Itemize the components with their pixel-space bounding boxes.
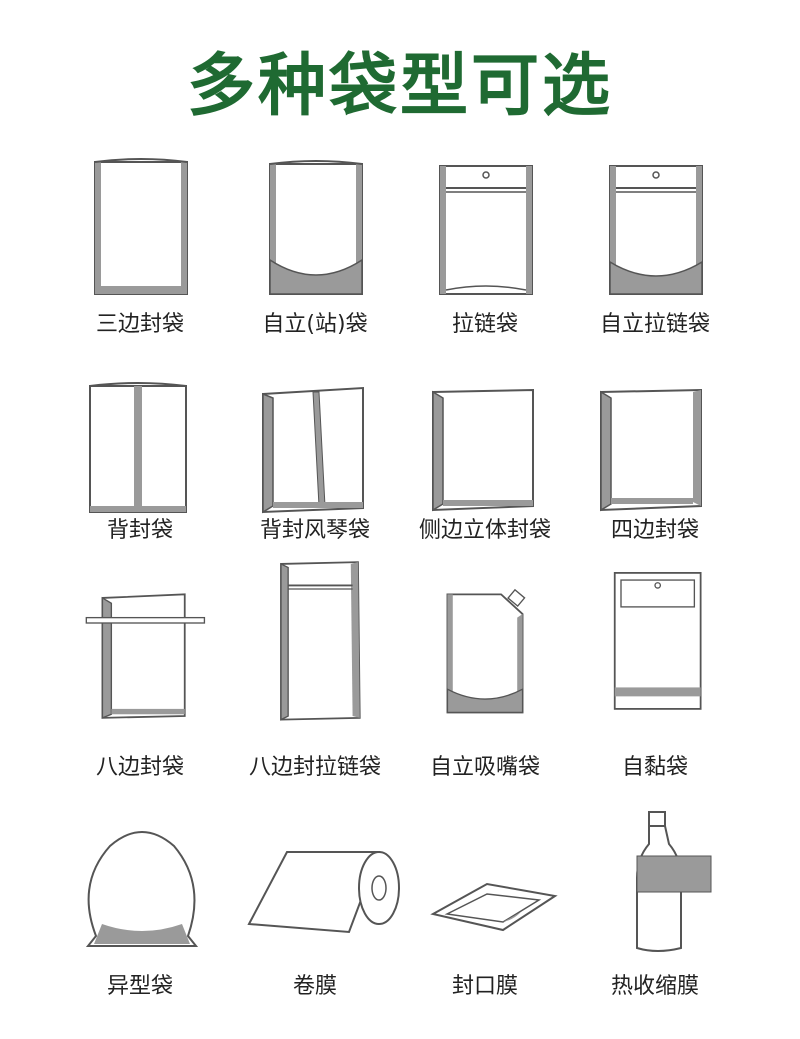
bag-type-item: 异型袋 xyxy=(40,800,240,1020)
page-title: 多种袋型可选 xyxy=(186,47,613,126)
bag-type-label: 自立(站)袋 xyxy=(262,312,368,337)
spout-pouch-icon xyxy=(446,588,526,714)
zipper-bag-icon xyxy=(439,165,533,295)
bag-type-label: 背封风琴袋 xyxy=(259,518,370,543)
bag-type-item: 八边封袋 xyxy=(40,555,240,780)
bag-type-label: 卷膜 xyxy=(292,974,337,999)
bag-type-label: 拉链袋 xyxy=(451,312,518,337)
bag-type-item: 自立吸嘴袋 xyxy=(385,555,585,780)
three-side-seal-bag-icon xyxy=(94,158,188,295)
bag-type-label: 自立拉链袋 xyxy=(599,312,710,337)
bag-type-item: 拉链袋 xyxy=(385,150,585,370)
bag-type-item: 背封风琴袋 xyxy=(215,360,415,580)
bag-type-item: 背封袋 xyxy=(40,360,240,580)
four-side-seal-bag-icon xyxy=(600,388,702,512)
stand-up-zipper-bag-icon xyxy=(609,165,703,295)
bag-type-item: 自立拉链袋 xyxy=(555,150,755,370)
self-adhesive-bag-icon xyxy=(613,572,702,710)
bag-type-label: 八边封袋 xyxy=(95,755,184,780)
bag-type-label: 八边封拉链袋 xyxy=(248,755,381,780)
bag-type-label: 四边封袋 xyxy=(610,518,699,543)
back-seal-gusset-bag-icon xyxy=(262,386,364,514)
bag-type-item: 热收缩膜 xyxy=(555,800,755,1020)
eight-side-zipper-bag-icon xyxy=(280,561,361,721)
shaped-bag-icon xyxy=(85,831,199,947)
bag-type-label: 热收缩膜 xyxy=(610,974,699,999)
sealing-film-icon xyxy=(430,882,558,932)
shrink-film-bottle-icon xyxy=(636,811,712,952)
bag-type-label: 封口膜 xyxy=(451,974,518,999)
bag-type-item: 封口膜 xyxy=(385,800,585,1020)
eight-side-seal-bag-icon xyxy=(85,593,206,719)
bag-type-item: 侧边立体封袋 xyxy=(385,360,585,580)
bag-type-label: 三边封袋 xyxy=(95,312,184,337)
bag-type-item: 八边封拉链袋 xyxy=(215,555,415,780)
back-seal-bag-icon xyxy=(89,382,187,513)
bag-type-label: 背封袋 xyxy=(106,518,173,543)
film-roll-icon xyxy=(247,851,400,934)
side-gusset-bag-icon xyxy=(432,388,534,512)
bag-type-label: 自黏袋 xyxy=(621,755,688,780)
bag-type-item: 三边封袋 xyxy=(40,150,240,370)
bag-type-item: 自黏袋 xyxy=(555,555,755,780)
stand-up-pouch-icon xyxy=(269,160,363,295)
bag-type-item: 四边封袋 xyxy=(555,360,755,580)
bag-type-item: 卷膜 xyxy=(215,800,415,1020)
bag-type-item: 自立(站)袋 xyxy=(215,150,415,370)
bag-type-label: 异型袋 xyxy=(106,974,173,999)
bag-type-label: 侧边立体封袋 xyxy=(418,518,551,543)
bag-type-label: 自立吸嘴袋 xyxy=(429,755,540,780)
